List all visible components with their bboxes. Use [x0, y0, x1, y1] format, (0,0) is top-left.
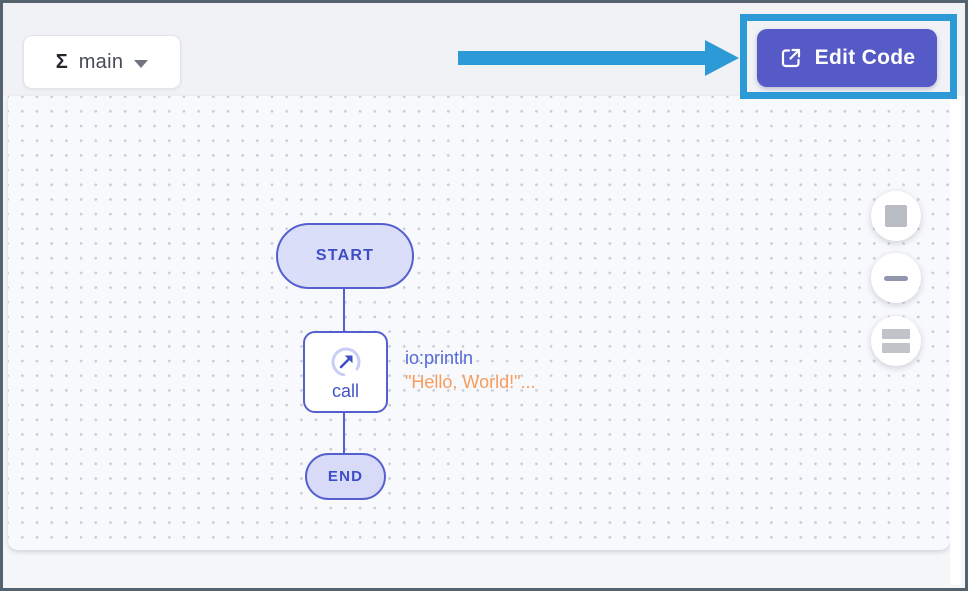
annotation-arrow-shaft — [458, 51, 708, 65]
diagram-canvas[interactable] — [8, 96, 950, 550]
call-icon — [331, 347, 360, 377]
edge-start-to-call — [343, 289, 345, 331]
annotation-highlight-box — [740, 14, 957, 99]
end-node-label: END — [327, 468, 364, 485]
function-selector-dropdown[interactable]: Σ main — [23, 35, 181, 89]
start-node-label: START — [315, 247, 375, 264]
function-name-label: main — [78, 50, 124, 73]
call-expression-label: io:println — [405, 348, 474, 368]
edit-code-label: Edit Code — [814, 46, 916, 69]
vertical-scrollbar[interactable] — [950, 96, 961, 585]
minus-icon — [884, 275, 908, 281]
chevron-down-icon — [134, 59, 149, 68]
stacked-bars-icon — [882, 329, 910, 353]
sigma-icon: Σ — [55, 51, 68, 73]
call-node-label: call — [331, 381, 359, 401]
toggle-panels-button[interactable] — [871, 316, 921, 366]
annotation-arrow-head-icon — [705, 40, 739, 76]
call-node[interactable]: call — [303, 331, 388, 413]
external-link-icon — [781, 48, 800, 68]
square-icon — [885, 205, 907, 227]
edge-call-to-end — [343, 413, 345, 455]
edit-code-button[interactable]: Edit Code — [757, 29, 937, 87]
end-node[interactable]: END — [305, 453, 386, 500]
zoom-out-button[interactable] — [871, 253, 921, 303]
fit-to-screen-button[interactable] — [871, 191, 921, 241]
start-node[interactable]: START — [276, 223, 414, 289]
call-arguments-label: "Hello, World!"... — [405, 372, 536, 392]
